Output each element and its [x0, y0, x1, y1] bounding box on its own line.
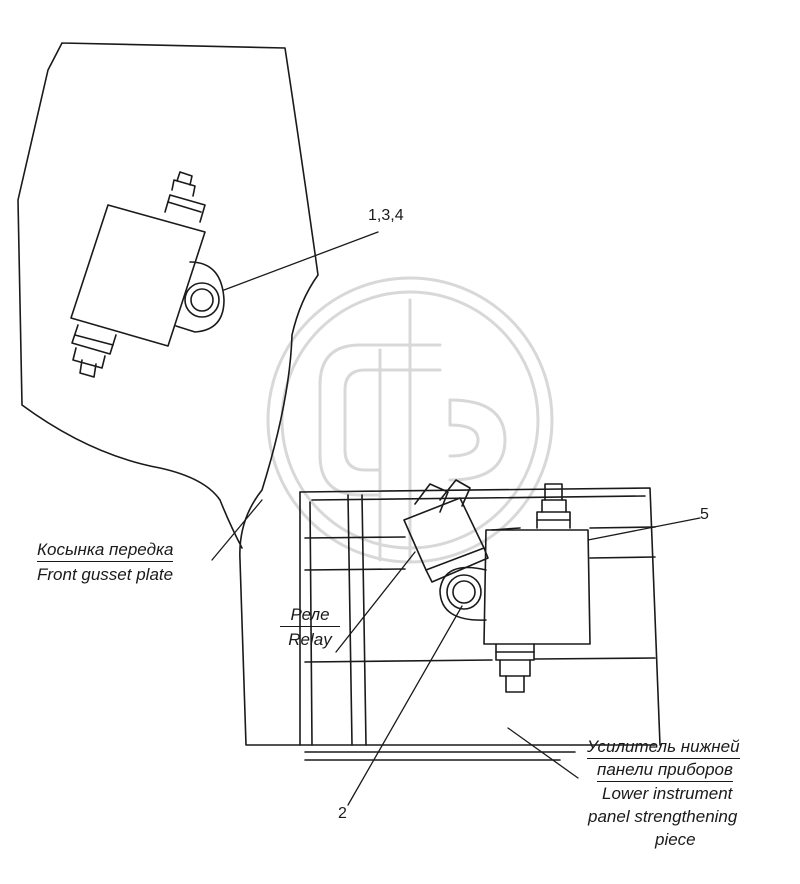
panel-label-en-1: Lower instrument — [602, 784, 733, 803]
panel-label-ru-2: панели приборов — [597, 760, 733, 782]
callout-1-3-4: 1,3,4 — [368, 207, 404, 224]
relay-5 — [439, 483, 591, 693]
gusset-label-en: Front gusset plate — [37, 565, 174, 584]
relay-2 — [403, 479, 489, 583]
panel-label-ru-1: Усилитель нижней — [587, 737, 740, 759]
watermark-logo — [266, 276, 554, 564]
panel-label-en-3: piece — [655, 830, 696, 849]
callout-2: 2 — [338, 805, 347, 822]
leader-lines — [211, 231, 701, 806]
relay-label-en: Relay — [288, 630, 332, 649]
relay-1-3-4 — [70, 171, 225, 378]
panel-strengthening-piece — [299, 487, 661, 761]
callout-5: 5 — [700, 506, 709, 523]
panel-label-en-2: panel strengthening — [588, 807, 738, 826]
front-gusset-plate — [17, 42, 319, 746]
relay-label-ru: Реле — [280, 605, 340, 627]
gusset-label-ru: Косынка передка — [37, 540, 174, 562]
